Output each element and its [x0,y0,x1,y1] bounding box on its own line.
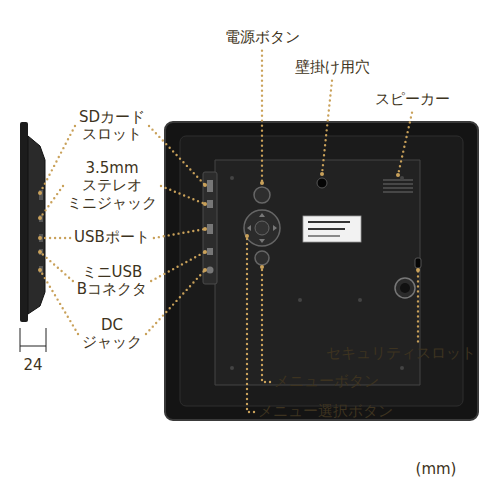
part-label: メニュー選択ボタン [258,403,393,420]
leader-line [322,81,332,174]
leader-line [146,270,205,334]
leader-line [154,229,205,238]
back-view [165,122,478,420]
leader-end-dot [416,268,420,272]
leader-end-dot [203,268,207,272]
part-label: 壁掛け用穴 [295,59,370,76]
part-label: DC ジャック [82,317,142,352]
side-view [20,122,45,322]
leader-end-dot [203,250,207,254]
leader-line [40,126,75,193]
part-label: メニューボタン [274,373,379,390]
leader-end-dot [203,227,207,231]
leader-end-dot [260,265,264,269]
leader-end-dot [38,191,42,195]
dimension-value: 24 [23,357,42,374]
leader-line [161,186,205,204]
leader-line [40,270,78,334]
leader-line [261,51,263,183]
part-label: USBポート [74,229,150,246]
dimension-line [20,328,46,352]
part-label: SDカード スロット [79,109,145,144]
leader-line [398,113,412,175]
leader-end-dot [38,216,42,220]
leader-line [262,267,270,382]
leader-end-dot [245,234,249,238]
part-label: 電源ボタン [225,29,300,46]
leader-end-dot [203,183,207,187]
leader-line [40,237,70,239]
part-label: スピーカー [375,91,450,108]
part-label: ミニUSB Bコネクタ [77,264,147,299]
leader-line [417,270,419,341]
leader-line [40,252,73,281]
leader-line [247,236,254,412]
leader-line [40,186,63,218]
leader-end-dot [396,173,400,177]
part-label: セキュリティスロット [326,345,476,362]
leader-line [151,252,205,281]
part-label: 3.5mm ステレオ ミニジャック [67,160,157,212]
leader-end-dot [38,268,42,272]
leader-line [149,126,205,185]
leader-end-dot [203,202,207,206]
leader-end-dot [38,250,42,254]
leader-end-dot [38,236,42,240]
leader-end-dot [260,181,264,185]
leader-end-dot [320,172,324,176]
unit-note: (mm) [416,461,457,478]
